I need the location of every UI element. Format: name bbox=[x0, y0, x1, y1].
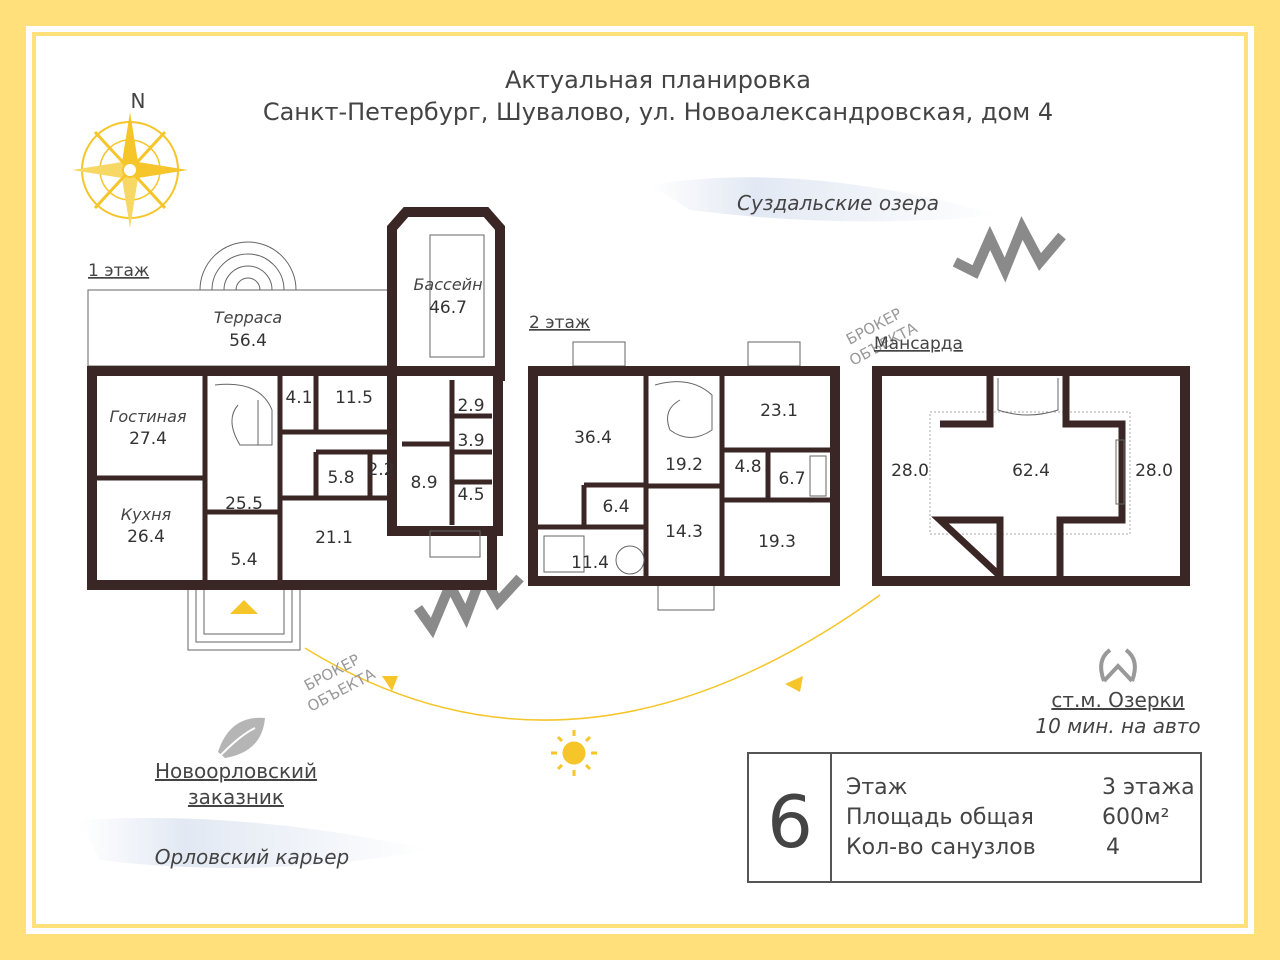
room-2-2: 2.2 bbox=[367, 460, 394, 480]
cloud-swash-top bbox=[650, 177, 1000, 222]
info-panel: 6 Этаж 3 этажа Площадь общая 600м² Кол-в… bbox=[747, 752, 1202, 883]
room-4-1: 4.1 bbox=[285, 388, 312, 408]
room-6-4: 6.4 bbox=[602, 497, 629, 517]
landmark-orlovsky: Орловский карьер bbox=[155, 845, 350, 869]
compass-north-label: N bbox=[131, 89, 146, 113]
info-label-bathrooms: Кол-во санузлов bbox=[846, 835, 1036, 860]
floor-2-walls bbox=[528, 366, 840, 586]
pool-name: Бассейн bbox=[413, 275, 482, 294]
info-value-bathrooms: 4 bbox=[1106, 835, 1120, 860]
room-25-5: 25.5 bbox=[225, 494, 263, 514]
room-23-1: 23.1 bbox=[760, 401, 798, 421]
landmark-novoorlovsky-1: Новоорловский bbox=[155, 759, 317, 783]
metro-station: ст.м. Озерки bbox=[1051, 688, 1184, 712]
room-2-9: 2.9 bbox=[457, 396, 484, 416]
sun-icon bbox=[551, 730, 597, 776]
room-4-8: 4.8 bbox=[734, 457, 761, 477]
sun-path-arrow-left bbox=[382, 676, 398, 691]
terrace bbox=[87, 289, 397, 367]
pool-area: 46.7 bbox=[429, 298, 467, 318]
room-36-4: 36.4 bbox=[574, 428, 612, 448]
pool bbox=[429, 234, 485, 358]
broker-logo-icon-2 bbox=[413, 562, 524, 639]
broker-logo-icon bbox=[952, 216, 1066, 283]
header-line1: Актуальная планировка bbox=[505, 66, 811, 94]
metro-icon bbox=[1099, 648, 1137, 683]
landmark-suzdal: Суздальские озера bbox=[737, 191, 939, 215]
leaf-icon bbox=[217, 717, 265, 759]
room-5-8: 5.8 bbox=[327, 468, 354, 488]
terrace-area: 56.4 bbox=[229, 331, 267, 351]
cloud-swash-bottom bbox=[80, 818, 430, 868]
inner-border bbox=[32, 32, 1248, 928]
sun-path-arrow-right bbox=[785, 676, 803, 692]
floor-1-plan: 1 этаж Терраса 56.4 Бассейн 46.7 bbox=[87, 207, 505, 651]
kitchen-name: Кухня bbox=[121, 505, 172, 524]
room-3-9: 3.9 bbox=[457, 431, 484, 451]
terrace-name: Терраса bbox=[214, 308, 282, 327]
room-8-9: 8.9 bbox=[410, 473, 437, 493]
metro-time: 10 мин. на авто bbox=[1035, 714, 1200, 738]
room-19-2: 19.2 bbox=[665, 455, 703, 475]
floor-2-plan: 2 этаж 36.4 6.4 11.4 19.2 14.3 23.1 4.8 bbox=[528, 313, 840, 611]
attic-room-right: 28.0 bbox=[1135, 461, 1173, 481]
room-14-3: 14.3 bbox=[665, 522, 703, 542]
entrance-arrow-icon bbox=[230, 600, 258, 614]
sun-path bbox=[304, 594, 881, 721]
info-value-floors: 3 этажа bbox=[1102, 775, 1195, 800]
attic-label: Мансарда bbox=[874, 334, 963, 354]
landmark-novoorlovsky-2: заказник bbox=[188, 785, 284, 809]
info-label-area: Площадь общая bbox=[846, 805, 1034, 830]
header-line2: Санкт-Петербург, Шувалово, ул. Новоалекс… bbox=[263, 98, 1053, 126]
room-4-5: 4.5 bbox=[457, 485, 484, 505]
attic-plan: Мансарда 28.0 62.4 28.0 bbox=[872, 334, 1190, 586]
room-11-4: 11.4 bbox=[571, 553, 609, 573]
floor-1-label: 1 этаж bbox=[88, 261, 149, 281]
attic-room-center: 62.4 bbox=[1012, 461, 1050, 481]
info-label-floors: Этаж bbox=[846, 775, 908, 800]
info-number: 6 bbox=[767, 780, 813, 864]
room-6-7: 6.7 bbox=[778, 469, 805, 489]
info-value-area: 600м² bbox=[1102, 805, 1169, 830]
room-19-3: 19.3 bbox=[758, 532, 796, 552]
room-11-5: 11.5 bbox=[335, 388, 373, 408]
compass-rose-icon: N bbox=[72, 89, 188, 228]
kitchen-area: 26.4 bbox=[127, 527, 165, 547]
living-name: Гостиная bbox=[109, 407, 186, 426]
room-21-1: 21.1 bbox=[315, 528, 353, 548]
attic-walls bbox=[872, 366, 1190, 586]
room-5-4: 5.4 bbox=[230, 550, 257, 570]
attic-room-left: 28.0 bbox=[891, 461, 929, 481]
living-area: 27.4 bbox=[129, 429, 167, 449]
floor-2-label: 2 этаж bbox=[529, 313, 590, 333]
